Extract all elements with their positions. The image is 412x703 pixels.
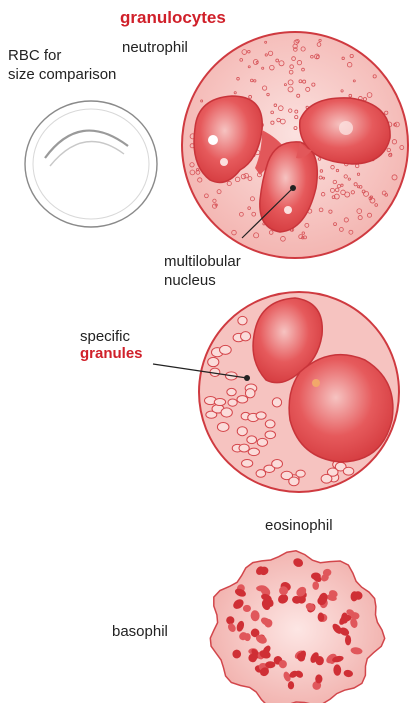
eosinophil-granule	[237, 396, 248, 403]
eosinophil-granule	[257, 438, 267, 446]
rbc-label: RBC for size comparison	[8, 46, 116, 84]
eosinophil-granule	[248, 448, 259, 455]
eosinophil-granule	[242, 460, 253, 468]
eosinophil-granule	[256, 412, 266, 419]
nucleus-pointer-dot	[290, 185, 296, 191]
basophil-granule	[315, 656, 323, 665]
eosinophil-granule	[343, 467, 353, 475]
eosinophil-granule	[265, 420, 275, 428]
eosinophil-granule	[296, 470, 305, 477]
granules-label: granules	[80, 344, 143, 363]
eosinophil-granule	[217, 423, 229, 432]
eosinophil-granule	[221, 408, 232, 417]
eosinophil-granule	[241, 332, 251, 341]
eosinophil-granule	[247, 436, 257, 444]
diagram-title: granulocytes	[120, 8, 226, 28]
eosinophil-granule	[265, 431, 275, 439]
eosinophil-granule	[237, 427, 247, 436]
eosinophil-granule	[321, 474, 332, 483]
eosinophil-granule	[220, 345, 232, 354]
eosinophil-granule	[272, 398, 281, 407]
eosinophil-granule	[238, 316, 247, 325]
basophil-granule	[243, 605, 251, 612]
rbc-cell	[25, 101, 157, 227]
basophil-granule	[345, 635, 351, 645]
eosinophil-granule	[245, 389, 255, 398]
basophil-granule	[315, 674, 322, 683]
eosinophil-granule	[228, 399, 237, 406]
neutrophil-cell	[182, 32, 408, 258]
basophil-cell	[210, 551, 384, 703]
eosinophil-granule	[214, 399, 225, 406]
neutrophil-label: neutrophil	[122, 38, 188, 57]
multilobular-nucleus-label: multilobular nucleus	[164, 252, 241, 290]
eosinophil-granule	[289, 477, 299, 486]
eosinophil-label: eosinophil	[265, 516, 333, 535]
eosinophil-granule	[239, 444, 249, 452]
basophil-granule	[256, 585, 267, 591]
basophil-label: basophil	[112, 622, 168, 641]
eosinophil-cell	[199, 292, 399, 492]
eosinophil-granule	[272, 460, 283, 469]
eosinophil-granule	[256, 470, 266, 478]
eosinophil-granule	[227, 388, 236, 395]
granules-pointer-dot	[244, 375, 250, 381]
eosinophil-granule	[208, 357, 219, 366]
